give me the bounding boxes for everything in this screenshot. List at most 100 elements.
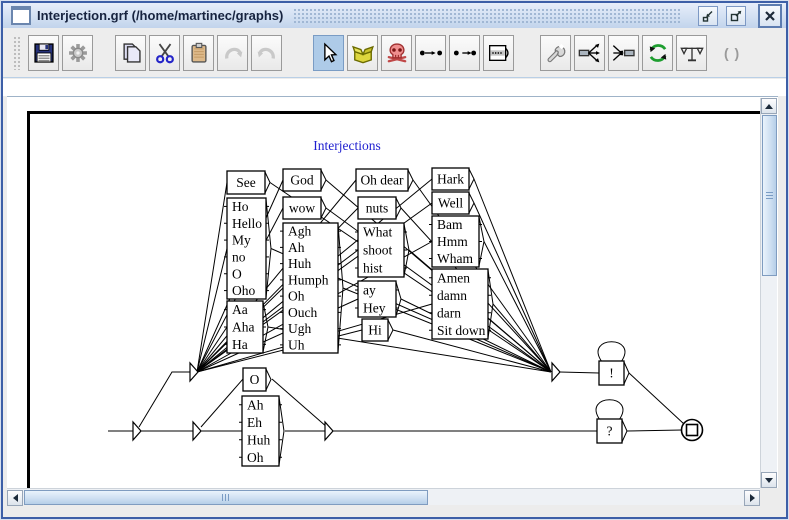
horizontal-scrollbar[interactable]	[7, 488, 760, 506]
close-button[interactable]	[758, 3, 782, 28]
box-output-wedge	[278, 396, 285, 466]
box-label: Amen	[437, 270, 470, 285]
graph-box[interactable]	[282, 168, 322, 192]
graph-box[interactable]	[598, 360, 625, 386]
box-label: shoot	[363, 243, 393, 258]
maximize-icon	[730, 10, 742, 21]
titlebar-texture	[293, 8, 680, 23]
box-label: Bam	[437, 217, 463, 232]
up-arrow-icon	[765, 103, 773, 109]
edit-box-text-button[interactable]	[483, 34, 514, 71]
scroll-up-button[interactable]	[761, 98, 777, 114]
paste-button[interactable]	[183, 34, 214, 71]
scroll-down-button[interactable]	[761, 472, 777, 488]
graph-box[interactable]	[282, 222, 339, 354]
select-tool-button[interactable]	[313, 34, 344, 71]
box-label: Oh	[247, 450, 264, 465]
compile-button[interactable]	[62, 34, 93, 71]
wrench-icon	[546, 43, 565, 62]
undo-arrow-icon	[257, 47, 275, 59]
transition-node[interactable]	[324, 420, 334, 442]
graph-canvas[interactable]: SeeHoHelloMynoOOhoAaAhaHaGodwowAghAhHuhH…	[8, 98, 760, 488]
undo-button[interactable]	[251, 34, 282, 71]
transition-node[interactable]	[189, 361, 199, 383]
vertical-scrollbar[interactable]	[760, 98, 777, 488]
graph-box[interactable]	[282, 196, 322, 220]
toolbar-drag-handle[interactable]	[13, 35, 22, 70]
box-label: Humph	[288, 272, 329, 287]
scroll-right-button[interactable]	[744, 490, 760, 506]
transition-line	[196, 248, 228, 373]
create-box-button[interactable]	[347, 34, 378, 71]
vertical-scrollbar-thumb[interactable]	[762, 115, 777, 276]
graph-box[interactable]	[596, 418, 623, 444]
box-label: What	[363, 225, 392, 240]
box-output-wedge	[468, 168, 475, 190]
link-to-box-button[interactable]	[449, 34, 480, 71]
box-label: See	[236, 175, 256, 190]
box-label: wow	[289, 201, 315, 216]
configuration-button[interactable]	[540, 34, 571, 71]
transition-line	[200, 378, 244, 428]
box-label: Oho	[232, 283, 255, 298]
graph-box[interactable]	[357, 280, 397, 318]
box-label: O	[232, 266, 242, 281]
box-output-wedge	[487, 269, 494, 339]
transition-line	[196, 182, 228, 373]
scroll-left-button[interactable]	[7, 490, 23, 506]
graph-box[interactable]	[431, 167, 470, 191]
box-output-wedge	[337, 223, 344, 353]
graph-box[interactable]	[431, 191, 470, 215]
transition-node[interactable]	[192, 420, 202, 442]
graph-box[interactable]	[226, 197, 267, 300]
box-output-wedge	[320, 197, 327, 219]
fan-out-button[interactable]	[574, 34, 605, 71]
box-label: Eh	[247, 415, 262, 430]
box-label: !	[609, 366, 614, 381]
graph-box[interactable]	[361, 318, 389, 342]
skull-icon	[387, 42, 406, 62]
toolbar: ( )	[3, 28, 786, 78]
transition-line	[492, 303, 552, 373]
box-output-wedge	[265, 198, 272, 299]
transition-line	[483, 241, 552, 373]
box-output-wedge	[395, 281, 402, 317]
transition-line	[626, 429, 683, 432]
weights-button[interactable]	[676, 34, 707, 71]
transition-node[interactable]	[551, 361, 561, 383]
cog-asterisk-icon	[68, 43, 87, 62]
refresh-button[interactable]	[642, 34, 673, 71]
box-label: Ah	[288, 240, 305, 255]
box-output-wedge	[320, 169, 327, 191]
transition-node[interactable]	[132, 420, 142, 442]
title-bar[interactable]: Interjection.grf (/home/martinec/graphs)	[3, 3, 786, 29]
minimize-button[interactable]	[698, 5, 718, 26]
graph-box[interactable]	[226, 170, 266, 195]
left-arrow-icon	[12, 494, 18, 502]
graph-box[interactable]	[431, 268, 489, 340]
dot-arrow-into-dot-icon	[453, 50, 476, 55]
scales-icon	[679, 47, 704, 61]
fan-in-button[interactable]	[608, 34, 639, 71]
paren-matching-button[interactable]: ( )	[724, 44, 741, 61]
transition-line	[138, 371, 190, 428]
redo-button[interactable]	[217, 34, 248, 71]
horizontal-scrollbar-thumb[interactable]	[24, 490, 428, 505]
cut-button[interactable]	[149, 34, 180, 71]
box-label: Aha	[232, 320, 255, 335]
maximize-button[interactable]	[726, 5, 746, 26]
box-output-wedge	[395, 197, 402, 219]
graph-box[interactable]	[355, 168, 409, 192]
clipboard-icon	[190, 42, 207, 63]
graph-box[interactable]	[242, 367, 267, 392]
box-label: nuts	[366, 201, 389, 216]
graph-box[interactable]	[241, 395, 280, 467]
transition-line	[473, 178, 552, 373]
copy-button[interactable]	[115, 34, 146, 71]
box-label: Hi	[368, 323, 382, 338]
save-button[interactable]	[28, 34, 59, 71]
graph-box[interactable]	[357, 196, 397, 220]
link-boxes-button[interactable]	[415, 34, 446, 71]
kill-box-button[interactable]	[381, 34, 412, 71]
